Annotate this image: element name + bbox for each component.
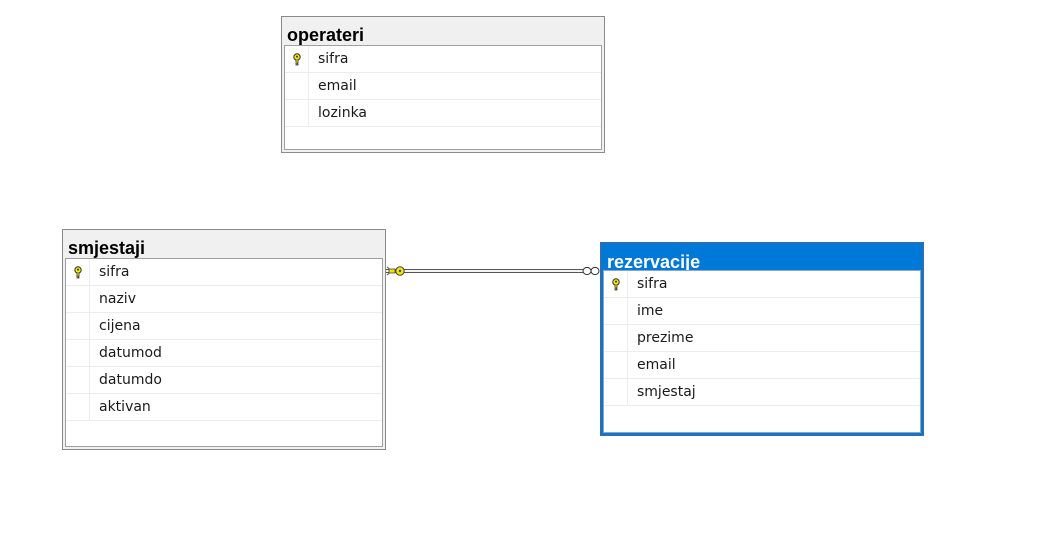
table-operateri[interactable]: operateri sifra email lozinka — [281, 16, 605, 153]
column-row[interactable]: email — [604, 352, 920, 379]
row-gutter — [604, 271, 628, 297]
column-row[interactable]: datumod — [66, 340, 382, 367]
column-name: smjestaj — [637, 384, 696, 400]
column-name: prezime — [637, 330, 694, 346]
column-list: sifra naziv cijena datumod datumdo aktiv… — [65, 258, 383, 447]
row-gutter — [285, 73, 309, 99]
row-gutter — [604, 379, 628, 405]
column-row[interactable]: sifra — [604, 271, 920, 298]
column-name: datumdo — [99, 372, 162, 388]
column-name: datumod — [99, 345, 162, 361]
column-row[interactable]: sifra — [285, 46, 601, 73]
column-name: aktivan — [99, 399, 151, 415]
primary-key-icon — [293, 53, 301, 66]
column-row[interactable]: sifra — [66, 259, 382, 286]
row-gutter — [66, 259, 90, 285]
row-gutter — [604, 352, 628, 378]
table-title[interactable]: operateri — [287, 25, 365, 45]
column-list: sifra email lozinka — [284, 45, 602, 150]
row-gutter — [66, 286, 90, 312]
row-gutter — [66, 340, 90, 366]
column-name: email — [318, 78, 357, 94]
column-name: sifra — [99, 264, 130, 280]
primary-key-icon — [74, 266, 82, 279]
primary-key-icon — [612, 278, 620, 291]
column-list: sifra ime prezime email smjestaj — [603, 270, 921, 433]
table-smjestaji[interactable]: smjestaji sifra naziv cijena datumod — [62, 229, 386, 450]
one-key-icon — [386, 266, 405, 276]
column-name: sifra — [318, 51, 349, 67]
row-gutter — [604, 325, 628, 351]
row-gutter — [604, 298, 628, 324]
column-name: sifra — [637, 276, 668, 292]
column-row[interactable]: prezime — [604, 325, 920, 352]
table-title[interactable]: smjestaji — [68, 238, 146, 258]
infinity-many-icon — [582, 266, 600, 276]
column-row[interactable]: lozinka — [285, 100, 601, 127]
column-row[interactable]: cijena — [66, 313, 382, 340]
column-name: email — [637, 357, 676, 373]
column-row[interactable]: naziv — [66, 286, 382, 313]
column-name: ime — [637, 303, 664, 319]
relationship-line[interactable] — [386, 269, 584, 273]
column-row[interactable]: datumdo — [66, 367, 382, 394]
column-name: lozinka — [318, 105, 368, 121]
column-name: naziv — [99, 291, 136, 307]
table-title[interactable]: rezervacije — [607, 252, 701, 272]
row-gutter — [66, 313, 90, 339]
table-rezervacije[interactable]: rezervacije sifra ime prezime email — [600, 242, 924, 436]
row-gutter — [66, 367, 90, 393]
row-gutter — [285, 100, 309, 126]
column-row[interactable]: aktivan — [66, 394, 382, 421]
row-gutter — [66, 394, 90, 420]
column-row[interactable]: ime — [604, 298, 920, 325]
column-name: cijena — [99, 318, 141, 334]
column-row[interactable]: smjestaj — [604, 379, 920, 406]
row-gutter — [285, 46, 309, 72]
column-row[interactable]: email — [285, 73, 601, 100]
